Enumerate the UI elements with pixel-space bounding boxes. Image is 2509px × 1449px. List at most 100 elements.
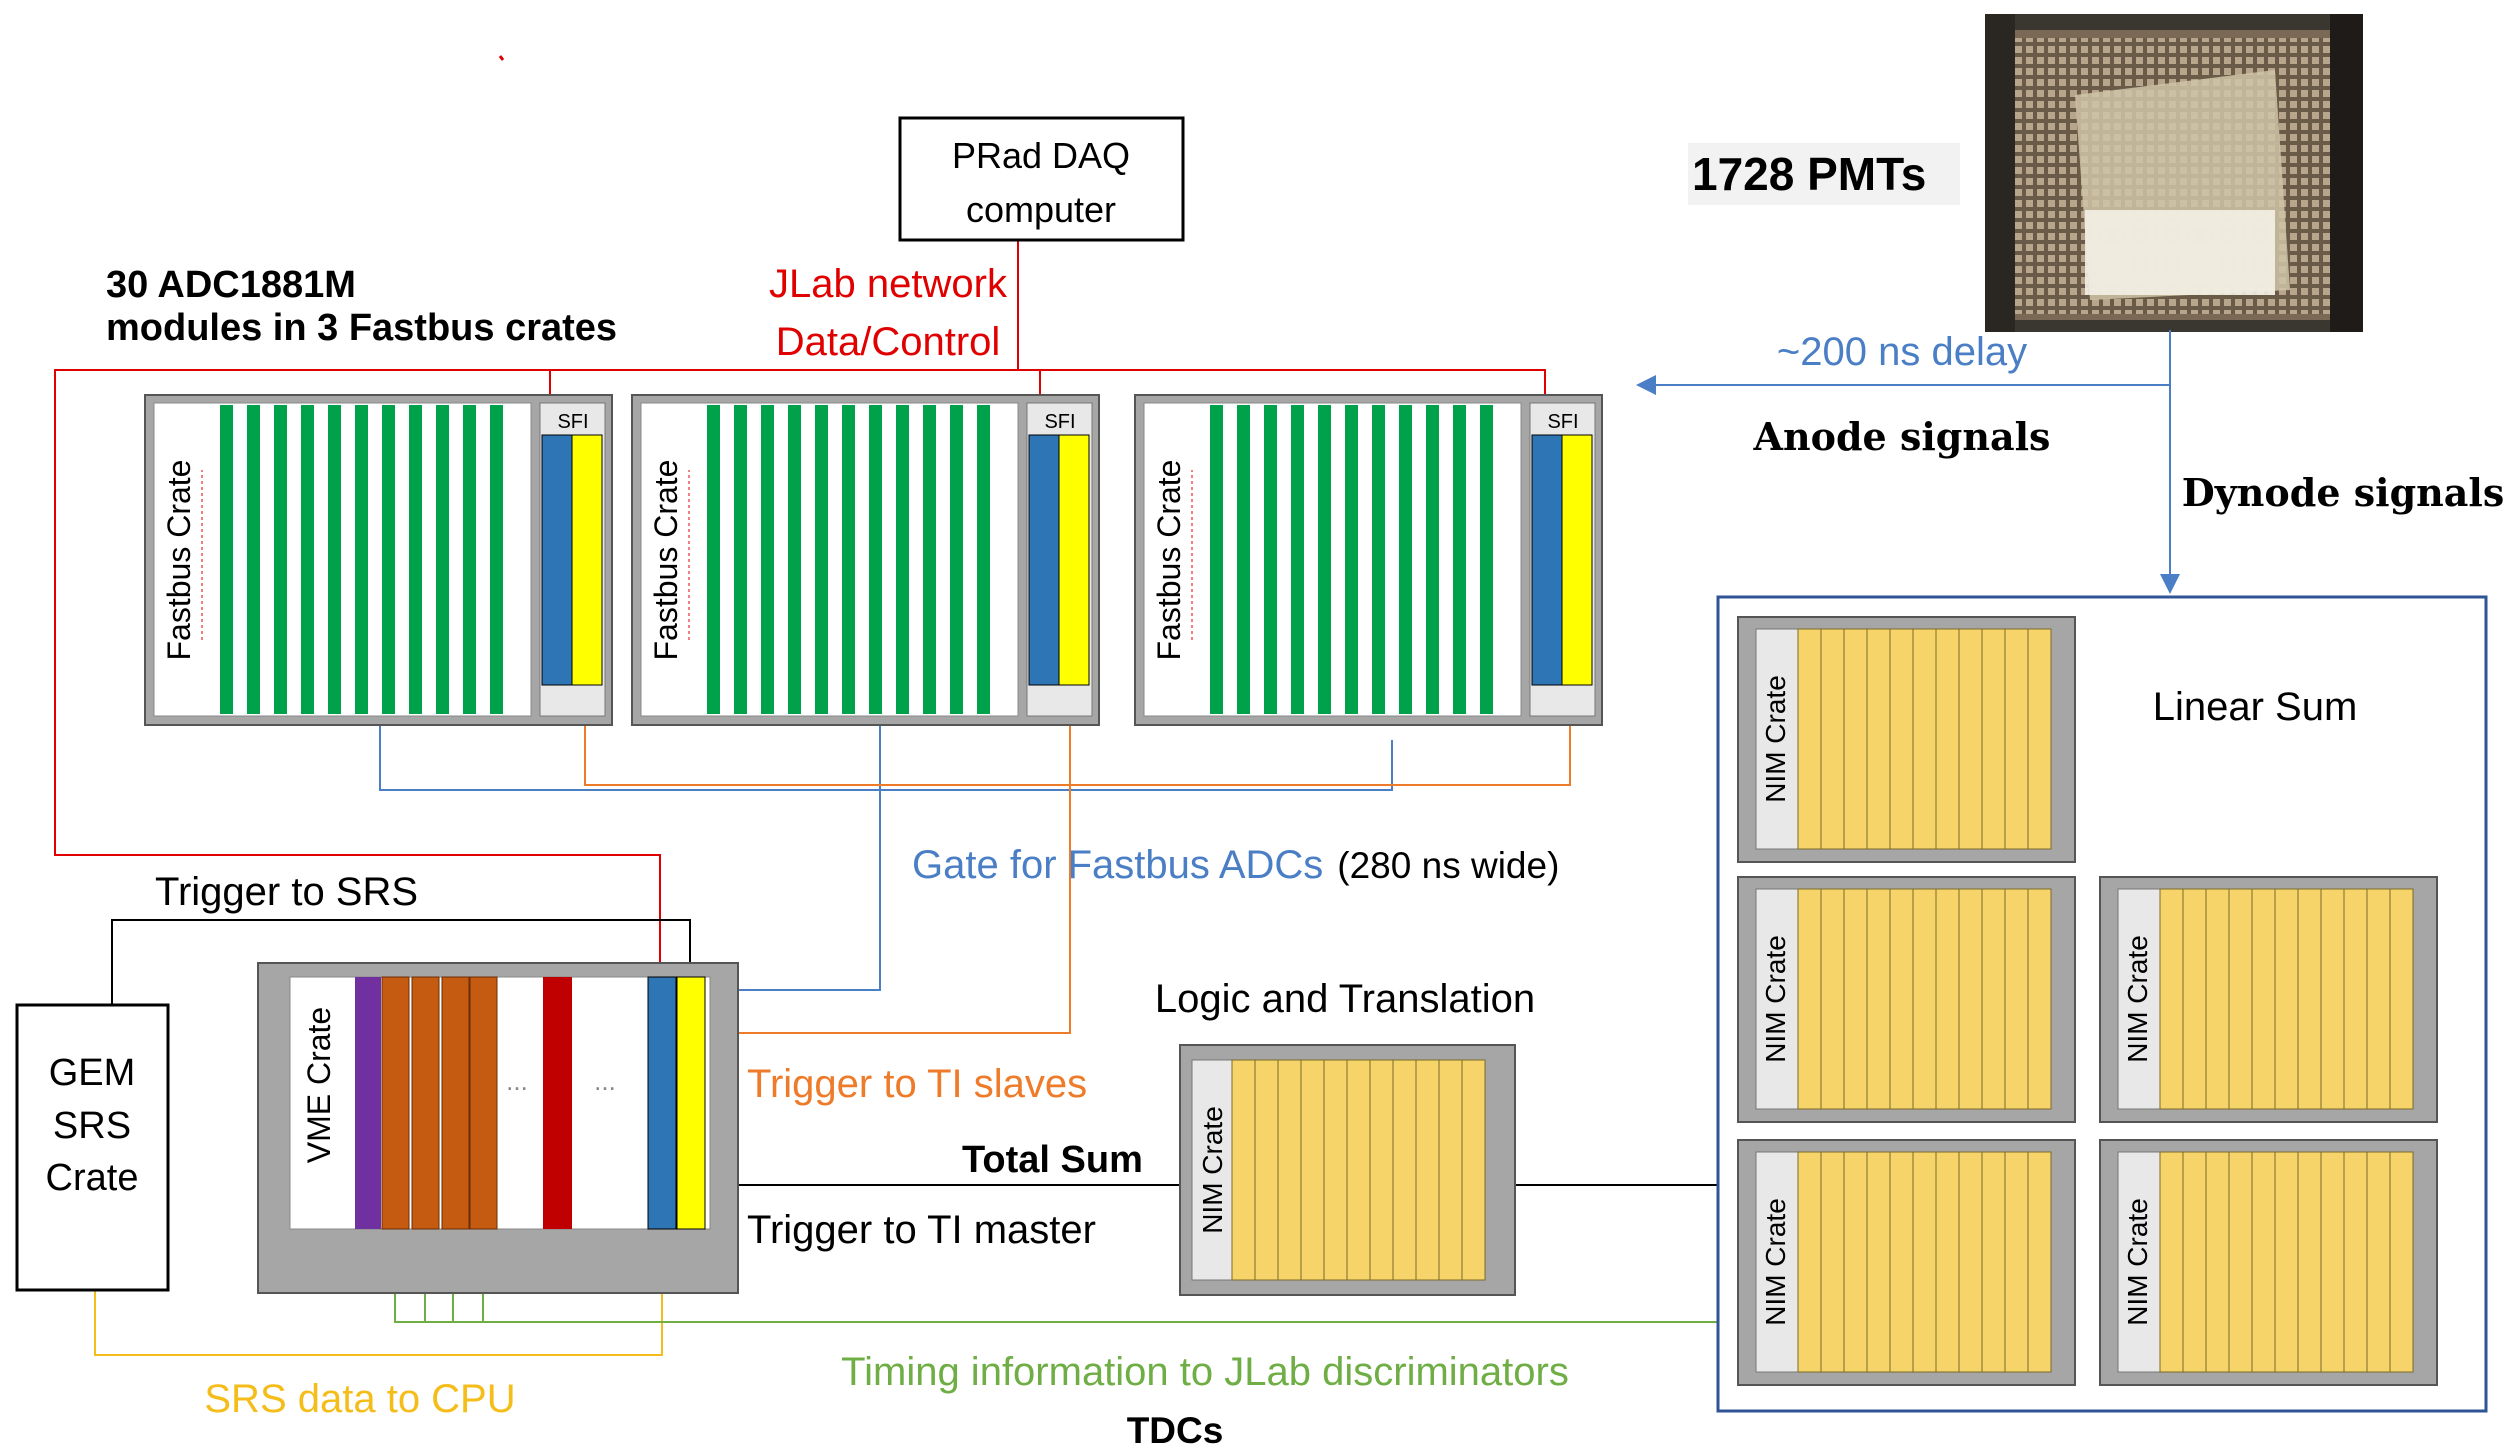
pmts-label-bg <box>1688 143 1960 205</box>
logic-label: Logic and Translation <box>1155 977 1535 1021</box>
nim-module <box>1912 888 1937 1110</box>
trigger-srs-label: Trigger to SRS <box>155 870 418 914</box>
adc-label-line2: modules in 3 Fastbus crates <box>106 307 617 349</box>
nim-module <box>1820 1151 1845 1373</box>
ti-yellow-module <box>676 976 706 1230</box>
nim-module <box>1958 888 1983 1110</box>
trigger-ti-master-label: Trigger to TI master <box>747 1208 1096 1252</box>
nim-module <box>2205 1151 2230 1373</box>
nim-module <box>1958 1151 1983 1373</box>
logic-crate-label-slot <box>1191 1059 1233 1281</box>
nim-module <box>2004 1151 2029 1373</box>
nim-module <box>2251 1151 2276 1373</box>
vme-brown-module <box>469 976 498 1230</box>
sfi-label: SFI <box>557 411 588 433</box>
nim-crate-label: NIM Crate <box>2122 1198 2153 1326</box>
nim-module <box>2159 888 2184 1110</box>
vme-brown-module <box>411 976 440 1230</box>
nim-module <box>2343 1151 2368 1373</box>
network-label-line1: JLab network <box>769 262 1008 306</box>
anode-label: Anode signals <box>1753 414 2051 459</box>
adc-module <box>436 405 449 714</box>
nim-module <box>1866 1151 1891 1373</box>
nim-module <box>2389 888 2414 1110</box>
logic-module <box>1461 1059 1486 1281</box>
adc-module <box>869 405 882 714</box>
nim-crate-label: NIM Crate <box>1760 675 1791 803</box>
daq-computer-box: PRad DAQ computer <box>898 116 1185 242</box>
adc-module <box>815 405 828 714</box>
adc-module <box>247 405 260 714</box>
nim-module <box>1889 628 1914 850</box>
nim-module <box>2205 888 2230 1110</box>
adc-module <box>923 405 936 714</box>
adc-module <box>734 405 747 714</box>
adc-module <box>1264 405 1277 714</box>
vme-red-module <box>543 977 572 1229</box>
ti-blue-module <box>647 976 677 1230</box>
nim-crate-label: NIM Crate <box>1760 935 1791 1063</box>
dynode-label: Dynode signals <box>2182 470 2504 515</box>
adc-module <box>220 405 233 714</box>
sfi-blue-module <box>1028 434 1060 686</box>
nim-module <box>2027 888 2052 1110</box>
fastbus-crate-1: Fastbus Crate SFI <box>144 394 613 726</box>
nim-module <box>2251 888 2276 1110</box>
nim-module <box>2004 888 2029 1110</box>
linear-sum-label: Linear Sum <box>2153 685 2358 729</box>
adc-module <box>382 405 395 714</box>
gem-crate-line1: GEM <box>49 1052 136 1094</box>
nim-crate-label-slot <box>2117 1151 2161 1373</box>
nim-module <box>2027 628 2052 850</box>
nim-module <box>1797 628 1822 850</box>
logic-module <box>1254 1059 1279 1281</box>
adc-module <box>301 405 314 714</box>
logic-module <box>1300 1059 1325 1281</box>
nim-module <box>1843 888 1868 1110</box>
adc-module <box>1318 405 1331 714</box>
adc-label-line1: 30 ADC1881M <box>106 264 356 306</box>
nim-module <box>1981 888 2006 1110</box>
trigger-srs-wire <box>111 919 691 1005</box>
adc-module <box>1372 405 1385 714</box>
adc-module <box>1480 405 1493 714</box>
sfi-yellow-module <box>1058 434 1090 686</box>
logic-module <box>1231 1059 1256 1281</box>
adc-module <box>1426 405 1439 714</box>
fastbus-crate-label: Fastbus Crate <box>161 460 197 661</box>
adc-module <box>761 405 774 714</box>
nim-module <box>1797 888 1822 1110</box>
sfi-blue-module <box>541 434 573 686</box>
srs-data-wire <box>94 1255 663 1356</box>
nim-module <box>1958 628 1983 850</box>
logic-module <box>1346 1059 1371 1281</box>
adc-module <box>842 405 855 714</box>
vme-purple-module <box>355 977 381 1229</box>
vme-crate-label: VME Crate <box>301 1007 337 1163</box>
nim-module <box>1912 1151 1937 1373</box>
adc-module <box>409 405 422 714</box>
vme-ellipsis: ... <box>506 1066 528 1096</box>
adc-module <box>1237 405 1250 714</box>
nim-crate-2: NIM Crate <box>1737 876 2076 1123</box>
vme-crate: VME Crate...... <box>257 962 739 1294</box>
nim-module <box>1912 628 1937 850</box>
nim-crate-label-slot <box>1755 888 1799 1110</box>
adc-module <box>1345 405 1358 714</box>
nim-module <box>2389 1151 2414 1373</box>
logic-module <box>1415 1059 1440 1281</box>
nim-module <box>1981 1151 2006 1373</box>
logic-module <box>1277 1059 1302 1281</box>
adc-module <box>1210 405 1223 714</box>
nim-module <box>1866 628 1891 850</box>
fastbus-crate-label: Fastbus Crate <box>1151 460 1187 661</box>
adc-module <box>463 405 476 714</box>
nim-module <box>2004 628 2029 850</box>
adc-module <box>274 405 287 714</box>
nim-module <box>1843 1151 1868 1373</box>
adc-module <box>1399 405 1412 714</box>
gem-crate-line2: SRS <box>53 1105 131 1147</box>
gate-label-plain: (280 ns wide) <box>1337 845 1559 886</box>
